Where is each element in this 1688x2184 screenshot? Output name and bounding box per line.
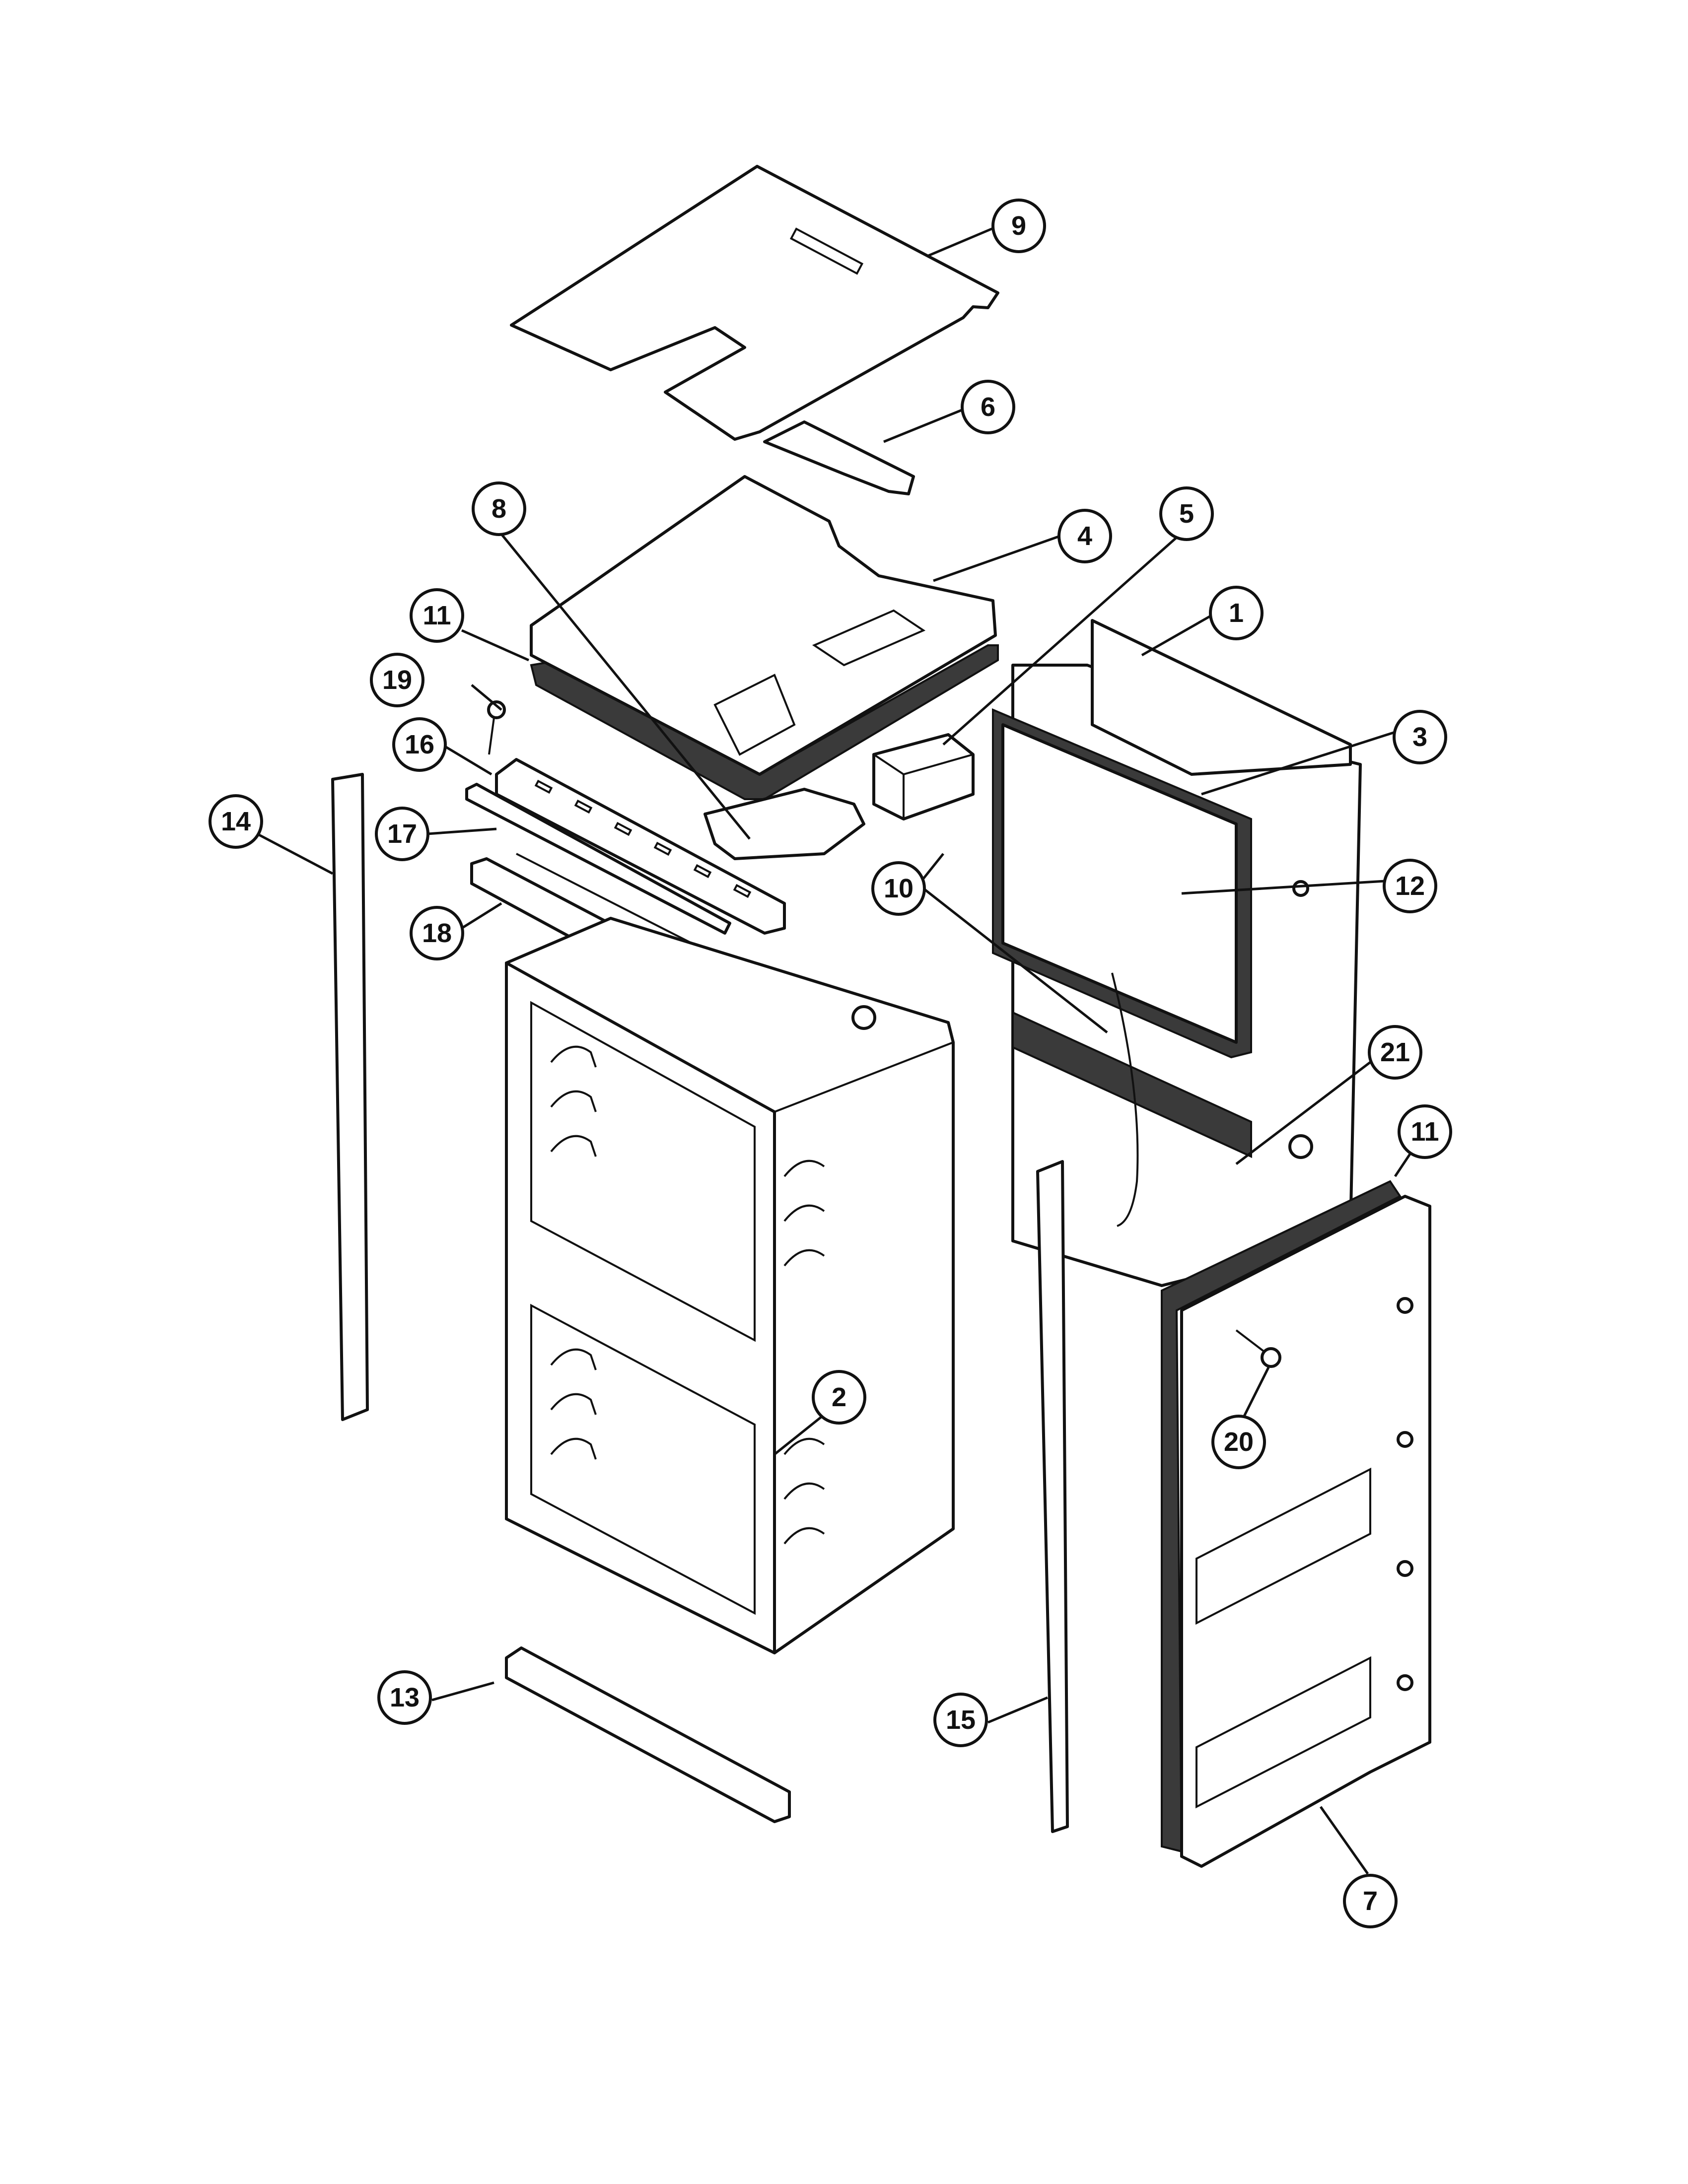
callout-16-label: 16	[405, 730, 434, 759]
callout-1: 1	[1209, 586, 1264, 640]
callout-17-label: 17	[387, 819, 417, 849]
callout-12: 12	[1383, 859, 1437, 913]
callouts: 9 6 8 4 5 1 11 19	[209, 199, 1452, 1928]
callout-11-top-label: 11	[422, 601, 451, 630]
screw-19	[487, 700, 506, 755]
callout-13-label: 13	[390, 1683, 420, 1712]
callout-20: 20	[1211, 1415, 1266, 1469]
back-panel-assembly	[992, 619, 1362, 1287]
callout-17: 17	[375, 807, 429, 861]
callout-11-side: 11	[1398, 1104, 1452, 1159]
callout-15-label: 15	[946, 1705, 976, 1735]
callout-3: 3	[1393, 710, 1447, 764]
callout-15: 15	[933, 1693, 988, 1747]
callout-4-label: 4	[1077, 521, 1092, 551]
part-5-box	[872, 733, 975, 820]
callout-12-label: 12	[1395, 871, 1425, 901]
callout-19-label: 19	[382, 665, 412, 695]
callout-14-label: 14	[221, 807, 251, 836]
part-13-bottom-rail	[505, 1646, 791, 1823]
part-17-rail	[465, 783, 731, 935]
part-7-side-panel	[1161, 1180, 1431, 1868]
callout-6-label: 6	[981, 392, 995, 422]
callout-9-label: 9	[1011, 211, 1026, 241]
callout-7: 7	[1343, 1874, 1398, 1928]
callout-16: 16	[392, 717, 447, 772]
callout-8-label: 8	[492, 494, 506, 524]
callout-18-label: 18	[422, 918, 452, 948]
part-6-bracket	[763, 420, 915, 495]
callout-9: 9	[991, 199, 1046, 253]
callout-13: 13	[377, 1670, 432, 1725]
part-9-top-cover	[510, 165, 999, 441]
part-8-duct	[703, 788, 865, 860]
callout-8: 8	[472, 481, 526, 536]
callout-3-label: 3	[1412, 722, 1427, 752]
callout-2: 2	[812, 1370, 866, 1425]
screw-20	[1235, 1329, 1281, 1368]
callout-7-label: 7	[1363, 1886, 1378, 1916]
callout-20-label: 20	[1224, 1427, 1254, 1457]
callout-5-label: 5	[1179, 499, 1194, 529]
callout-6: 6	[961, 380, 1015, 434]
callout-4: 4	[1057, 509, 1112, 563]
callout-1-label: 1	[1229, 598, 1244, 628]
callout-19: 19	[370, 653, 424, 707]
part-15-trim	[1036, 1160, 1069, 1833]
callout-11-side-label: 11	[1410, 1117, 1439, 1147]
callout-10-label: 10	[884, 874, 914, 903]
part-14-trim	[331, 773, 369, 1421]
vent-slots	[534, 779, 752, 898]
callout-14: 14	[209, 794, 263, 849]
oven-frame	[505, 917, 955, 1654]
callout-10: 10	[871, 861, 926, 916]
callout-21: 21	[1368, 1025, 1422, 1080]
callout-21-label: 21	[1380, 1037, 1410, 1067]
leader-lines	[237, 227, 1411, 1875]
callout-11-top: 11	[410, 588, 464, 643]
callout-5: 5	[1159, 486, 1214, 541]
part-4-top-panel	[530, 475, 999, 800]
callout-18: 18	[410, 906, 464, 960]
callout-2-label: 2	[832, 1382, 846, 1412]
